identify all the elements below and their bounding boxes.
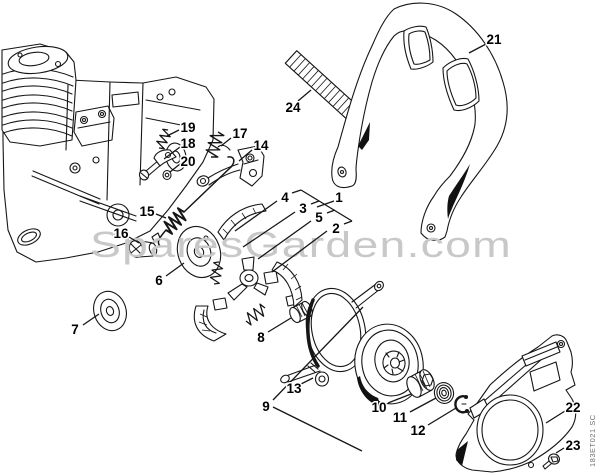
leader-line [291, 189, 302, 194]
part-label-1: 1 [335, 190, 343, 205]
screw-13-drawing [307, 362, 330, 387]
part-label-15: 15 [139, 204, 155, 219]
part-label-16: 16 [113, 226, 129, 241]
part-label-11: 11 [393, 410, 408, 425]
coil-spring [163, 207, 187, 235]
leader-line [297, 89, 312, 102]
leader-line [242, 211, 296, 248]
brake-band-9-drawing [280, 280, 384, 384]
part-label-20: 20 [180, 154, 195, 169]
cover-disc-6-drawing [176, 225, 222, 279]
leader-line [155, 213, 167, 219]
part-label-2: 2 [332, 221, 340, 236]
leader-line [238, 149, 253, 162]
leader-line [300, 377, 314, 385]
part-label-7: 7 [71, 322, 79, 337]
needle-cage-10-drawing [406, 369, 435, 398]
leader-line [272, 306, 364, 401]
leader-line [387, 393, 412, 404]
watermark: SparesGarden.com [90, 224, 512, 265]
part-label-5: 5 [315, 210, 323, 225]
leader-line [165, 262, 185, 277]
leader-line [220, 137, 232, 147]
part-label-22: 22 [565, 400, 580, 415]
screw-23-drawing [542, 453, 560, 470]
leader-line [316, 200, 335, 208]
part-label-24: 24 [285, 100, 301, 115]
leader-line [545, 410, 566, 424]
leader-line [468, 43, 487, 54]
clutch-drum-drawing [354, 323, 424, 407]
sprocket-cover-22-drawing [455, 334, 577, 473]
leader-line [166, 129, 180, 137]
part-label-6: 6 [155, 273, 163, 288]
coil-spring [156, 128, 171, 150]
leader-line [234, 200, 278, 232]
leader-line [169, 163, 181, 173]
leader-line [257, 220, 312, 260]
leader-line [163, 146, 181, 160]
leader-line [310, 200, 320, 205]
pin-16-drawing [128, 232, 161, 258]
clutch-spider-drawing [227, 256, 269, 301]
part-label-23: 23 [565, 438, 581, 453]
leader-line [555, 447, 565, 454]
part-label-4: 4 [281, 190, 289, 205]
leader-line [82, 313, 100, 326]
coil-springs-layer [156, 128, 266, 326]
part-label-13: 13 [286, 381, 302, 396]
leader-line [300, 189, 353, 222]
leader-line [272, 406, 363, 452]
hand-guard-drawing [331, 2, 508, 242]
coil-spring [245, 303, 266, 326]
part-label-21: 21 [486, 32, 502, 47]
leader-line [267, 317, 292, 333]
part-label-14: 14 [253, 138, 269, 153]
leader-line [409, 397, 437, 413]
part-label-9: 9 [262, 399, 270, 414]
engine-block-drawing [1, 43, 215, 263]
leader-line [128, 236, 140, 244]
coil-spring [209, 261, 224, 285]
coil-spring [205, 131, 225, 158]
washer-20-drawing [162, 169, 172, 181]
brake-spring-15-wire [157, 156, 235, 247]
leader-line [343, 220, 353, 225]
part-label-8: 8 [257, 330, 265, 345]
plate-code: 183ET021 SC [588, 414, 597, 467]
washer-11-drawing [433, 382, 455, 404]
e-clip-12-drawing [454, 394, 470, 414]
leader-line [271, 230, 328, 273]
clutch-assembly-drawing [193, 203, 313, 342]
part-label-10: 10 [371, 400, 386, 415]
part-label-3: 3 [299, 201, 307, 216]
washer-7-drawing [93, 290, 127, 332]
part-label-17: 17 [232, 126, 247, 141]
leader-line [427, 407, 457, 426]
brake-hardware-drawing [128, 144, 265, 258]
part-label-12: 12 [410, 423, 425, 438]
part-label-18: 18 [180, 136, 196, 151]
part-label-19: 19 [180, 120, 195, 135]
